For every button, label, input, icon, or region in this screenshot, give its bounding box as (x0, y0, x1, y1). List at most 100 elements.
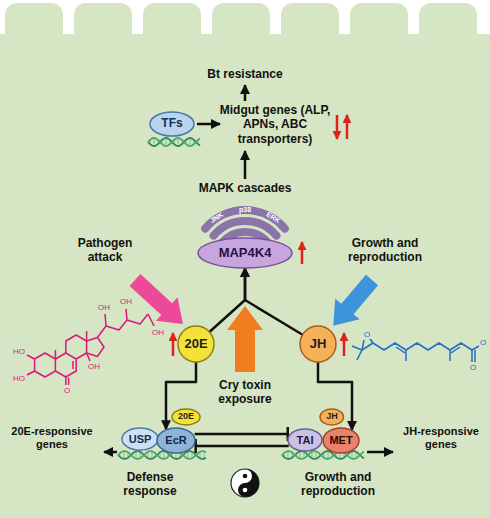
dna-helix (118, 451, 206, 459)
cry-toxin-arrow (227, 306, 263, 372)
ecdysone-structure (65, 377, 67, 385)
arrow-connector (209, 268, 245, 332)
dna-helix (189, 138, 190, 146)
node-text-group: TAI (287, 428, 323, 452)
cell-body (143, 3, 201, 49)
dna-helix (118, 138, 364, 459)
node-text-group: USP (121, 427, 159, 451)
dna-helix (118, 451, 206, 459)
growth-arrow (321, 270, 384, 336)
signal-arcs (205, 210, 285, 229)
ecdysone-structure (27, 309, 154, 385)
pathway-label: MAPK cascades (199, 181, 292, 195)
dna-helix (148, 138, 200, 146)
cell-body (74, 3, 132, 49)
juvenile-hormone-structure (396, 347, 405, 353)
node-shape (122, 428, 158, 450)
growth-arrow (321, 270, 384, 336)
increase-arrow (346, 115, 349, 139)
cell-body (0, 3, 490, 518)
receptor-oval: TAI (287, 428, 323, 452)
node-shape (150, 112, 194, 136)
gene-label: JH-responsive genes (395, 425, 487, 451)
gene-label: Midgut genes (ALP, APNs, ABC transporter… (219, 103, 331, 146)
ligand-oval: JH (319, 408, 345, 426)
cry-toxin-arrow (227, 306, 263, 372)
node-label: MET (329, 434, 352, 446)
pathogen-arrow (124, 268, 194, 336)
cell-body (281, 3, 339, 49)
outcome-label: Growth and reproduction (288, 470, 388, 499)
increase-arrow (172, 333, 175, 356)
node-label: JH (326, 412, 338, 422)
atom-label: OH (152, 328, 164, 338)
node-text-group: TFs (149, 111, 195, 137)
node-label: EcR (165, 434, 186, 446)
juvenile-hormone-structure (472, 346, 479, 350)
cell-body (419, 3, 477, 49)
node-label: 20E (178, 412, 194, 422)
dna-helix (123, 451, 124, 459)
black-arrow (244, 85, 247, 101)
stimulus-label: Growth and reproduction (335, 236, 435, 265)
node-text-group: MET (322, 427, 360, 454)
ecdysone-structure (105, 314, 106, 326)
receptor-oval: EcR (156, 427, 196, 454)
stimulus-label: Pathogen attack (69, 236, 141, 265)
node-label: USP (129, 433, 152, 445)
atom-label: HO (13, 347, 25, 357)
cell-body (212, 3, 270, 49)
outcome-label: Bt resistance (207, 67, 282, 81)
node-shape (288, 429, 322, 451)
juvenile-hormone-structure (474, 350, 476, 362)
arrow-connector (166, 362, 196, 429)
ecdysone-structure (87, 353, 90, 361)
increase-arrow (343, 333, 346, 356)
node-text-group: EcR (156, 427, 196, 454)
kinase-label: ERK (264, 210, 281, 225)
ecdysone-structure (148, 314, 154, 326)
gene-label: 20E-responsive genes (4, 425, 100, 451)
juvenile-hormone-structure (352, 339, 479, 362)
yin-yang-symbol (243, 488, 248, 493)
node-text-group: JH (319, 408, 345, 426)
cell-body (5, 3, 63, 49)
juvenile-hormone-structure (370, 339, 373, 343)
receptor-oval: USP (121, 427, 159, 451)
dna-helix (282, 451, 364, 459)
atom-label: O (64, 386, 70, 396)
ecdysone-structure (72, 361, 74, 369)
pathogen-arrow (124, 268, 194, 336)
dna-helix (153, 138, 154, 146)
node-label: JH (310, 337, 327, 351)
stimulus-label: Cry toxin exposure (209, 378, 281, 407)
node-shape (323, 428, 359, 453)
juvenile-hormone-structure (451, 347, 460, 353)
ecdysone-structure (27, 371, 35, 375)
juvenile-hormone-structure (352, 346, 362, 350)
yin-yang-symbol (238, 469, 259, 497)
signal-arcs (214, 221, 277, 236)
yin-yang-symbol (231, 469, 259, 497)
ecdysone-structure (27, 355, 35, 359)
transcription-factor-oval: TFs (149, 111, 195, 137)
ecdysone-structure (86, 331, 88, 341)
node-label: 20E (184, 337, 207, 351)
ecdysone-structure (55, 353, 76, 377)
juvenile-hormone-structure (362, 340, 364, 350)
atom-label: O (470, 363, 476, 373)
dna-helix (282, 451, 364, 459)
ecdysone-structure (55, 350, 57, 359)
node-text-group: 20E (171, 408, 201, 426)
atom-label: OH (98, 303, 110, 313)
dna-helix (148, 138, 200, 146)
arrow-connector (245, 268, 303, 335)
outcome-label: Defense response (114, 470, 186, 499)
ecdysone-structure (97, 314, 148, 338)
increase-arrow (173, 115, 347, 356)
cell-body (350, 3, 408, 49)
black-arrow (367, 451, 393, 454)
ecdysone-structure (126, 309, 127, 320)
kinase-oval: MAP4K4 (197, 237, 293, 269)
